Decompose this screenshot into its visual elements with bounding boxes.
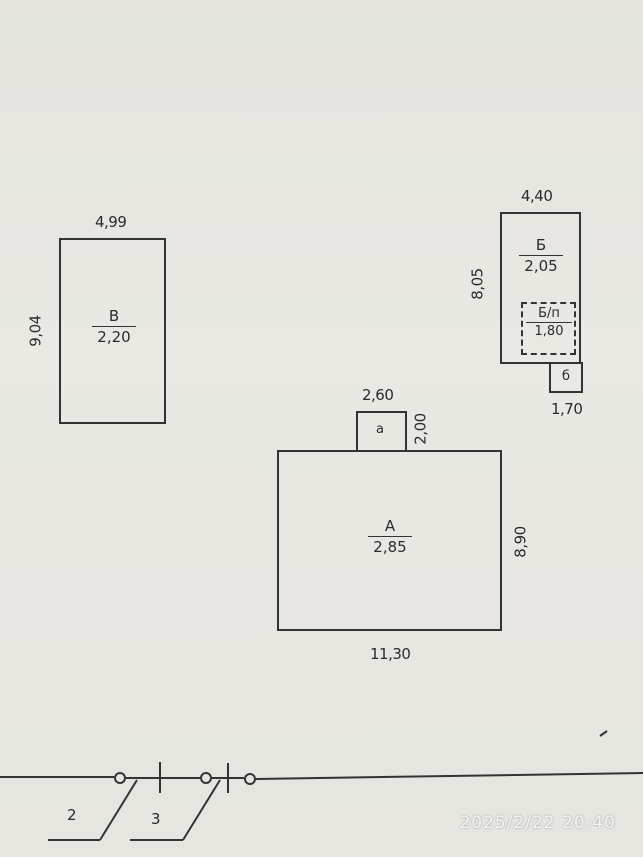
building-v-fraction-bar [92, 326, 136, 327]
gate-2-label: 2 [67, 806, 77, 824]
building-v-outline [59, 238, 166, 424]
building-a-fraction-bar [368, 536, 412, 537]
building-a-value: 2,85 [373, 538, 407, 556]
annex-b-width: 1,70 [551, 400, 583, 418]
building-b-label: Б 2,05 [519, 236, 563, 275]
pen-mark [599, 730, 608, 737]
gate-3-hinge [200, 772, 212, 784]
building-b-fraction-bar [519, 255, 563, 256]
building-a-letter: А [384, 517, 396, 535]
annex-b-letter: б [562, 369, 570, 384]
building-v-value: 2,20 [97, 328, 131, 346]
annex-a-letter: а [376, 422, 384, 437]
building-a-width: 11,30 [370, 645, 411, 663]
building-v-width: 4,99 [95, 213, 127, 231]
annex-b-outline [549, 362, 583, 393]
basement-bp-label: Б/п 1,80 [526, 306, 572, 339]
annex-a-outline [356, 411, 407, 452]
fence-end-hinge [244, 773, 256, 785]
gate-3-label: 3 [151, 810, 161, 828]
photo-timestamp: 2025/2/22 20:40 [459, 813, 616, 833]
basement-bp-value: 1,80 [534, 324, 564, 339]
building-b-outline [500, 212, 581, 364]
gate-3-leader [182, 779, 221, 841]
gate-2-leader [99, 779, 138, 841]
building-v-label: В 2,20 [92, 307, 136, 346]
building-b-width: 4,40 [521, 187, 553, 205]
building-b-letter: Б [535, 236, 547, 254]
gate-2-hinge [114, 772, 126, 784]
building-v-letter: В [108, 307, 120, 325]
building-a-label: А 2,85 [368, 517, 412, 556]
annex-a-width: 2,60 [362, 386, 394, 404]
basement-bp-fraction-bar [526, 322, 572, 323]
building-b-value: 2,05 [524, 257, 558, 275]
fence-line-right [255, 772, 643, 780]
basement-bp-letter: Б/п [538, 306, 560, 321]
basement-bp-outline [521, 302, 576, 355]
